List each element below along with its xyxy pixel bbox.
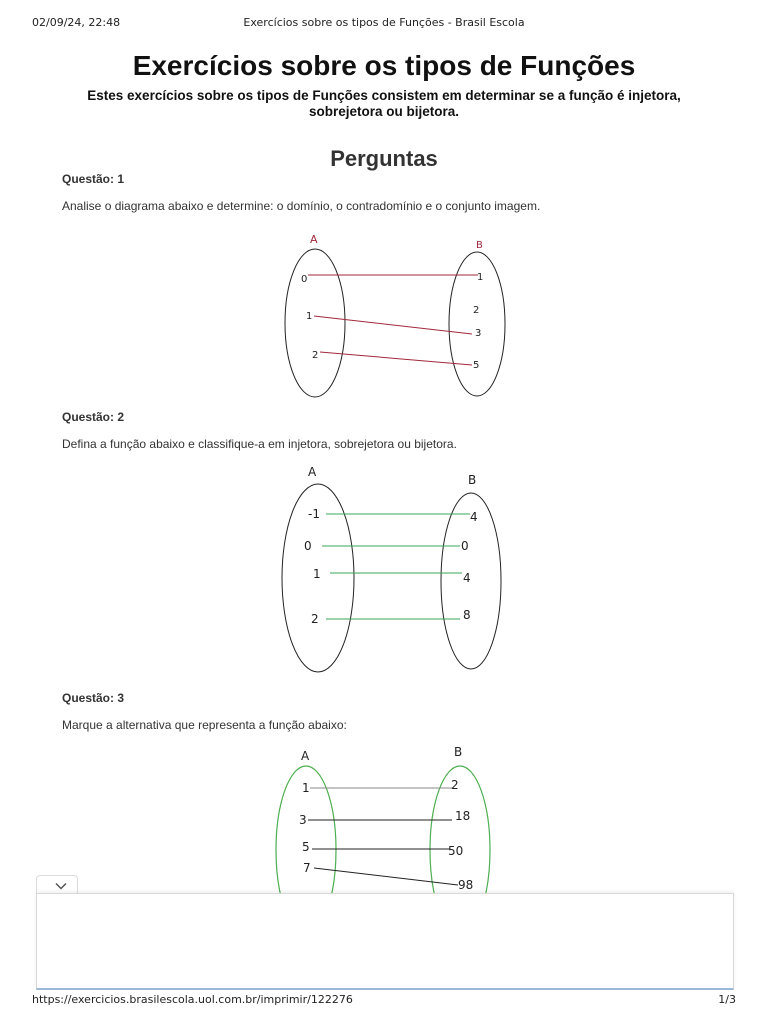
set-b-element: 4: [463, 571, 471, 585]
page-subtitle: Estes exercícios sobre os tipos de Funçõ…: [87, 88, 681, 119]
set-a-ellipse: [284, 248, 346, 398]
set-b-ellipse: [448, 251, 506, 397]
print-footer: https://exercicios.brasilescola.uol.com.…: [32, 993, 736, 1007]
set-a-name: A: [308, 465, 317, 479]
set-a-element: 1: [302, 781, 310, 795]
ad-overlay-panel: [36, 893, 734, 990]
mapping-arrow: [313, 315, 473, 335]
set-b-name: B: [454, 745, 462, 759]
set-b-element: 2: [451, 778, 459, 792]
question-3-diagram: A B 1 3 5 7 2 18 50 98: [275, 745, 491, 935]
print-page-title: Exercícios sobre os tipos de Funções - B…: [243, 16, 525, 29]
question-3-label: Questão: 3: [62, 691, 125, 705]
set-a-element: 1: [306, 311, 312, 322]
question-2-label: Questão: 2: [62, 410, 125, 424]
question-2-text: Defina a função abaixo e classifique-a e…: [62, 437, 457, 451]
question-2-diagram: A B -1 0 1 2 4 0 4 8: [281, 465, 502, 673]
mapping-arrow: [313, 867, 459, 886]
set-a-element: 5: [302, 840, 310, 854]
question-1-text: Analise o diagrama abaixo e determine: o…: [62, 199, 541, 213]
set-b-element: 50: [448, 844, 463, 858]
set-b-element: 5: [473, 360, 479, 371]
chevron-down-icon: [55, 882, 67, 890]
set-b-element: 3: [475, 328, 481, 339]
set-b-element: 4: [470, 510, 478, 524]
set-b-name: B: [468, 473, 476, 487]
set-b-name: B: [476, 240, 483, 251]
print-datetime: 02/09/24, 22:48: [32, 16, 121, 29]
print-header: 02/09/24, 22:48 Exercícios sobre os tipo…: [32, 16, 736, 30]
set-a-element: 7: [303, 861, 311, 875]
set-b-element: 18: [455, 809, 470, 823]
set-a-element: 3: [299, 813, 307, 827]
collapse-ad-button[interactable]: [36, 875, 78, 898]
set-b-element: 1: [477, 272, 483, 283]
set-b-element: 98: [458, 878, 473, 892]
set-a-element: -1: [308, 507, 320, 521]
question-3-text: Marque a alternativa que representa a fu…: [62, 718, 347, 732]
set-a-ellipse: [281, 483, 355, 673]
set-b-element: 0: [461, 539, 469, 553]
set-b-element: 2: [473, 305, 479, 316]
question-1-diagram: A B 0 1 2 1 2 3 5: [284, 233, 506, 398]
set-a-element: 2: [311, 612, 319, 626]
print-page-number: 1/3: [718, 993, 736, 1006]
print-url: https://exercicios.brasilescola.uol.com.…: [32, 993, 353, 1006]
question-1-label: Questão: 1: [62, 172, 125, 186]
set-a-element: 2: [312, 350, 318, 361]
section-title: Perguntas: [330, 146, 438, 171]
set-a-element: 1: [313, 567, 321, 581]
set-a-name: A: [301, 749, 310, 763]
mapping-arrow: [319, 351, 473, 366]
set-b-element: 8: [463, 608, 471, 622]
set-b-ellipse: [440, 492, 502, 670]
set-a-element: 0: [304, 539, 312, 553]
page-title: Exercícios sobre os tipos de Funções: [132, 50, 636, 81]
set-a-name: A: [310, 233, 318, 246]
set-a-element: 0: [301, 274, 307, 285]
